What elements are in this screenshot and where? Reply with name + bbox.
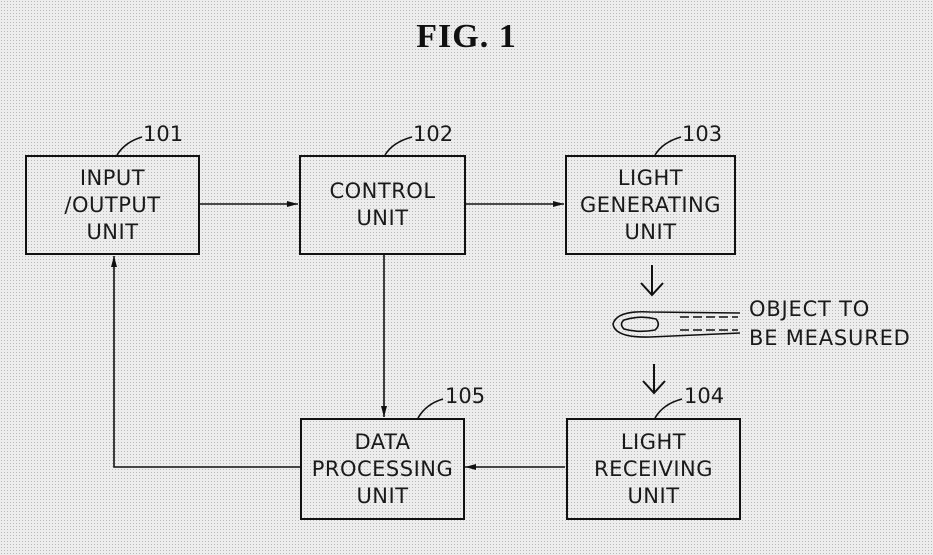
block-label: DATA PROCESSING UNIT <box>312 429 454 510</box>
leader-103 <box>655 137 681 155</box>
ref-number-101: 101 <box>143 122 183 146</box>
leader-101 <box>117 137 142 155</box>
block-label: LIGHT RECEIVING UNIT <box>594 429 713 510</box>
ref-number-105: 105 <box>445 384 485 408</box>
ref-number-102: 102 <box>413 122 453 146</box>
arrow-data-processing-to-io <box>114 256 300 467</box>
block-label: CONTROL UNIT <box>329 178 435 232</box>
leader-104 <box>655 399 682 418</box>
block-label: INPUT /OUTPUT UNIT <box>64 165 160 246</box>
data-processing-unit-block: DATA PROCESSING UNIT <box>300 418 465 520</box>
ref-number-103: 103 <box>682 122 722 146</box>
leader-105 <box>418 399 443 418</box>
block-label: LIGHT GENERATING UNIT <box>580 165 721 246</box>
light-transmit-arrow-icon <box>643 364 665 393</box>
light-emit-arrow-icon <box>641 265 663 295</box>
light-generating-unit-block: LIGHT GENERATING UNIT <box>565 155 736 255</box>
ref-number-104: 104 <box>684 384 724 408</box>
control-unit-block: CONTROL UNIT <box>299 155 466 255</box>
finger-icon <box>613 312 740 337</box>
input-output-unit-block: INPUT /OUTPUT UNIT <box>25 155 200 255</box>
light-receiving-unit-block: LIGHT RECEIVING UNIT <box>566 418 741 520</box>
object-to-be-measured-label: OBJECT TO BE MEASURED <box>749 295 911 353</box>
leader-102 <box>385 137 412 155</box>
